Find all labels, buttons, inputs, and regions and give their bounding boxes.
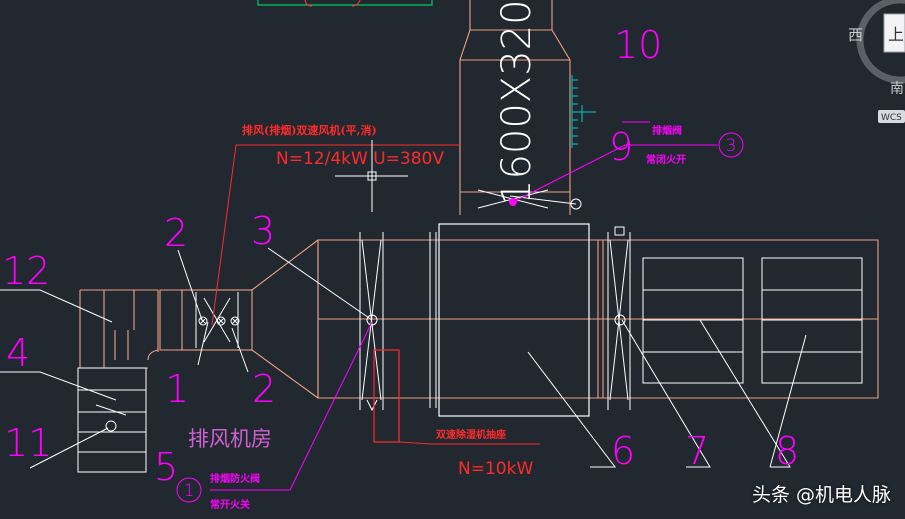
dehumidifier-power-text: N=10kW [458,459,533,479]
watermark: 头条 @机电人脉 [751,484,891,506]
green-tag-inner [304,0,361,7]
label-7: 7 [685,429,709,473]
item-numbers: 1 2 2 3 4 5 6 7 8 9 10 11 12 [2,23,799,489]
label-12: 12 [2,249,50,293]
fan-leader-red [211,144,540,445]
filter-bank-8 [642,257,863,384]
fan-bearings [198,316,240,326]
compass-ring [856,0,905,84]
damper-3-arrow [366,399,378,412]
damper-3-pivot [366,314,378,326]
main-horizontal-duct [317,239,879,399]
circle-1-text: 1 [184,481,195,501]
wcs-button[interactable] [878,110,905,123]
view-top-label: 上 [888,25,904,44]
callout-circle-3 [718,132,744,158]
dehumidifier-base [373,349,400,443]
callout-circle-1 [176,477,202,503]
label-9: 9 [609,125,633,169]
duct-size-text: 1600X320 [494,0,540,205]
label-2b: 2 [252,367,276,411]
damper-7 [607,232,631,410]
cursor-crosshair [335,140,408,212]
valve-9-leader [210,121,717,491]
label-8: 8 [775,429,799,473]
label-1: 1 [165,367,189,411]
damper-7-pivot [614,314,626,326]
green-tag-box [257,0,433,6]
fire-damper-11-circle [105,420,117,432]
transition-duct [251,239,319,399]
fire-damper-11 [77,367,147,473]
equipment-box-6 [438,223,590,417]
damper-3 [359,232,384,410]
view-cube[interactable]: 上 西 南 WCS [848,0,905,125]
label-11: 11 [4,421,52,465]
fan-power-text: N=12/4kW U=380V [276,149,444,169]
circle-3-text: 3 [726,136,737,156]
label-4: 4 [6,331,30,375]
valve-right-title: 排烟阀 [652,124,682,137]
wcs-label: WCS [881,113,902,123]
room-name-text: 排风机房 [188,427,272,451]
view-cube-face[interactable] [883,13,905,53]
valve-bottom-title: 排烟防火阀 [210,472,260,485]
fan-name-text: 排风(排烟)双速风机(平,消) [242,123,377,137]
compass-west[interactable]: 西 [848,26,863,44]
dehumidifier-base-text: 双速除湿机抽座 [436,428,506,441]
damper-actuator-circle [570,198,582,210]
left-duct [79,289,159,369]
vertical-duct [459,0,571,215]
box-side-lines [429,232,437,408]
compass-south[interactable]: 南 [890,81,904,97]
label-10: 10 [614,23,662,67]
damper-7-actuator [614,226,625,236]
label-6: 6 [611,429,635,473]
label-3: 3 [251,209,275,253]
valve-bottom-sub: 常开火关 [210,498,250,511]
label-5: 5 [154,445,178,489]
valve-right-sub: 常闭火开 [646,153,686,166]
duct-bracket-10 [571,75,596,148]
label-2a: 2 [164,211,188,255]
leader-lines [0,247,807,469]
